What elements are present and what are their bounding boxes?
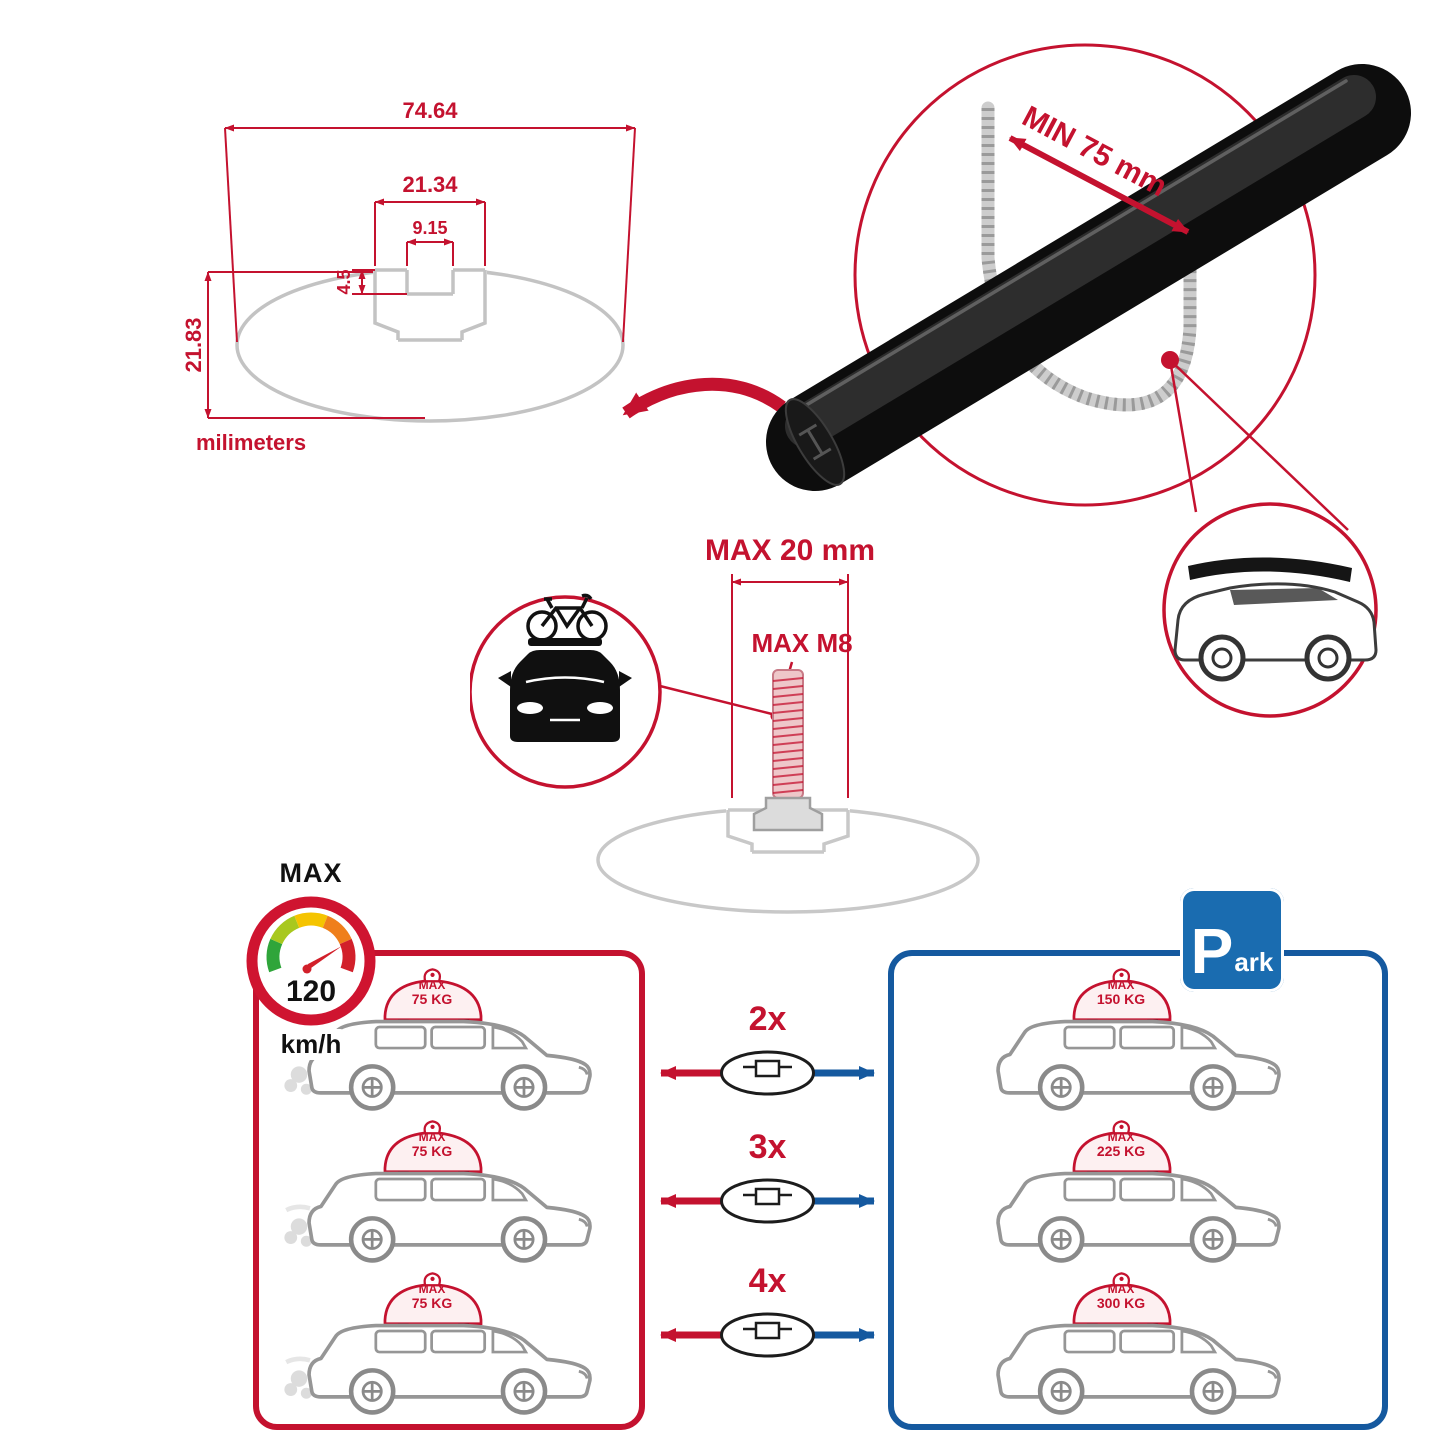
single-bar-panel: MAX 75 KG MAX 75 KG bbox=[253, 950, 645, 1430]
max-length-label: MAX 20 mm bbox=[705, 534, 875, 567]
load-value: 75 KG bbox=[411, 1143, 453, 1160]
gauge-needle bbox=[304, 946, 342, 973]
speed-unit-label: km/h bbox=[275, 1029, 347, 1060]
load-value: 150 KG bbox=[1096, 991, 1146, 1008]
speed-value: 120 bbox=[286, 975, 336, 1008]
bar-count-arrows bbox=[660, 1050, 875, 1096]
park-letter: P bbox=[1190, 914, 1234, 987]
load-value: 75 KG bbox=[411, 991, 453, 1008]
bolt-dimension-lines bbox=[731, 574, 849, 798]
link-arrow-icon bbox=[622, 377, 786, 419]
load-limit-label: MAX 225 KG bbox=[1096, 1130, 1146, 1160]
load-limit-label: MAX 150 KG bbox=[1096, 978, 1146, 1008]
multiplier-label: 4x bbox=[748, 1262, 787, 1300]
multiplier-label: 2x bbox=[748, 1000, 787, 1038]
bolt-icon bbox=[752, 669, 824, 832]
load-max-word: MAX bbox=[418, 1282, 446, 1296]
detail-circle bbox=[853, 43, 1317, 507]
load-limit-label: MAX 75 KG bbox=[411, 978, 453, 1008]
exhaust-smoke-icon bbox=[284, 1204, 312, 1247]
profile-dimension-drawing: 74.64 21.34 9.15 4.5 21.83 milimeters bbox=[181, 98, 636, 455]
units-label: milimeters bbox=[196, 430, 306, 455]
park-sign: P ark bbox=[1180, 888, 1284, 992]
loaded-car-row: MAX 75 KG bbox=[259, 1267, 639, 1417]
suv-with-cargo-icon bbox=[284, 1115, 614, 1265]
roofbox-suv-icon bbox=[1162, 502, 1378, 718]
loaded-car-row: MAX 150 KG bbox=[894, 963, 1382, 1113]
load-limit-label: MAX 75 KG bbox=[411, 1130, 453, 1160]
multiplier-row: 4x bbox=[645, 1262, 890, 1372]
load-value: 75 KG bbox=[411, 1295, 453, 1312]
bar-end-cap bbox=[784, 398, 846, 486]
suv-with-cargo-icon bbox=[284, 1267, 614, 1417]
speed-max-label: MAX bbox=[279, 858, 343, 888]
dim-total-height: 21.83 bbox=[181, 317, 206, 372]
multiplier-label: 3x bbox=[748, 1128, 787, 1166]
load-limit-label: MAX 300 KG bbox=[1096, 1282, 1146, 1312]
dim-channel-width: 21.34 bbox=[402, 172, 458, 197]
bolt-spec-section: MAX 20 mm MAX M8 bbox=[470, 534, 980, 914]
max-thread-label: MAX M8 bbox=[751, 628, 852, 658]
load-limit-label: MAX 75 KG bbox=[411, 1282, 453, 1312]
load-value: 225 KG bbox=[1096, 1143, 1146, 1160]
crossbar-section-icon bbox=[720, 1050, 815, 1096]
loaded-car-row: MAX 75 KG bbox=[259, 1115, 639, 1265]
crossbar-3d-render: MIN 75 mm bbox=[766, 43, 1411, 718]
gauge-arc bbox=[266, 912, 356, 973]
load-max-word: MAX bbox=[418, 978, 446, 992]
crossbar-section-icon bbox=[720, 1312, 815, 1358]
dimension-lines bbox=[204, 124, 636, 419]
speed-limit-badge: MAX 120 km/h bbox=[236, 858, 386, 1060]
loaded-car-row: MAX 225 KG bbox=[894, 1115, 1382, 1265]
aero-bar bbox=[766, 64, 1411, 491]
load-max-word: MAX bbox=[1107, 978, 1135, 992]
exhaust-smoke-icon bbox=[284, 1052, 312, 1095]
multiplier-row: 2x bbox=[645, 1000, 890, 1110]
bar-count-arrows bbox=[660, 1312, 875, 1358]
min-span-arrow bbox=[1008, 135, 1190, 235]
car-front-icon bbox=[498, 638, 632, 742]
load-max-word: MAX bbox=[418, 1130, 446, 1144]
bike-car-icon bbox=[470, 593, 773, 789]
multiplier-row: 3x bbox=[645, 1128, 890, 1238]
loaded-car-row: MAX 75 KG bbox=[259, 963, 639, 1113]
loaded-car-row: MAX 300 KG bbox=[894, 1267, 1382, 1417]
bar-count-arrows bbox=[660, 1178, 875, 1224]
dim-slot-depth: 4.5 bbox=[334, 269, 354, 294]
multi-bar-panel: MAX 150 KG MAX 225 KG MAX 300 KG bbox=[888, 950, 1388, 1430]
exhaust-smoke-icon bbox=[284, 1356, 312, 1399]
speedometer-icon: 120 bbox=[246, 896, 376, 1026]
load-max-word: MAX bbox=[1107, 1282, 1135, 1296]
crossbar-section-icon bbox=[720, 1178, 815, 1224]
load-max-word: MAX bbox=[1107, 1130, 1135, 1144]
park-suffix: ark bbox=[1234, 947, 1274, 977]
dim-total-width: 74.64 bbox=[402, 98, 458, 123]
dim-slot-width: 9.15 bbox=[412, 218, 447, 238]
load-value: 300 KG bbox=[1096, 1295, 1146, 1312]
t-slot-channel bbox=[373, 268, 487, 342]
leader-lines bbox=[1168, 359, 1349, 531]
